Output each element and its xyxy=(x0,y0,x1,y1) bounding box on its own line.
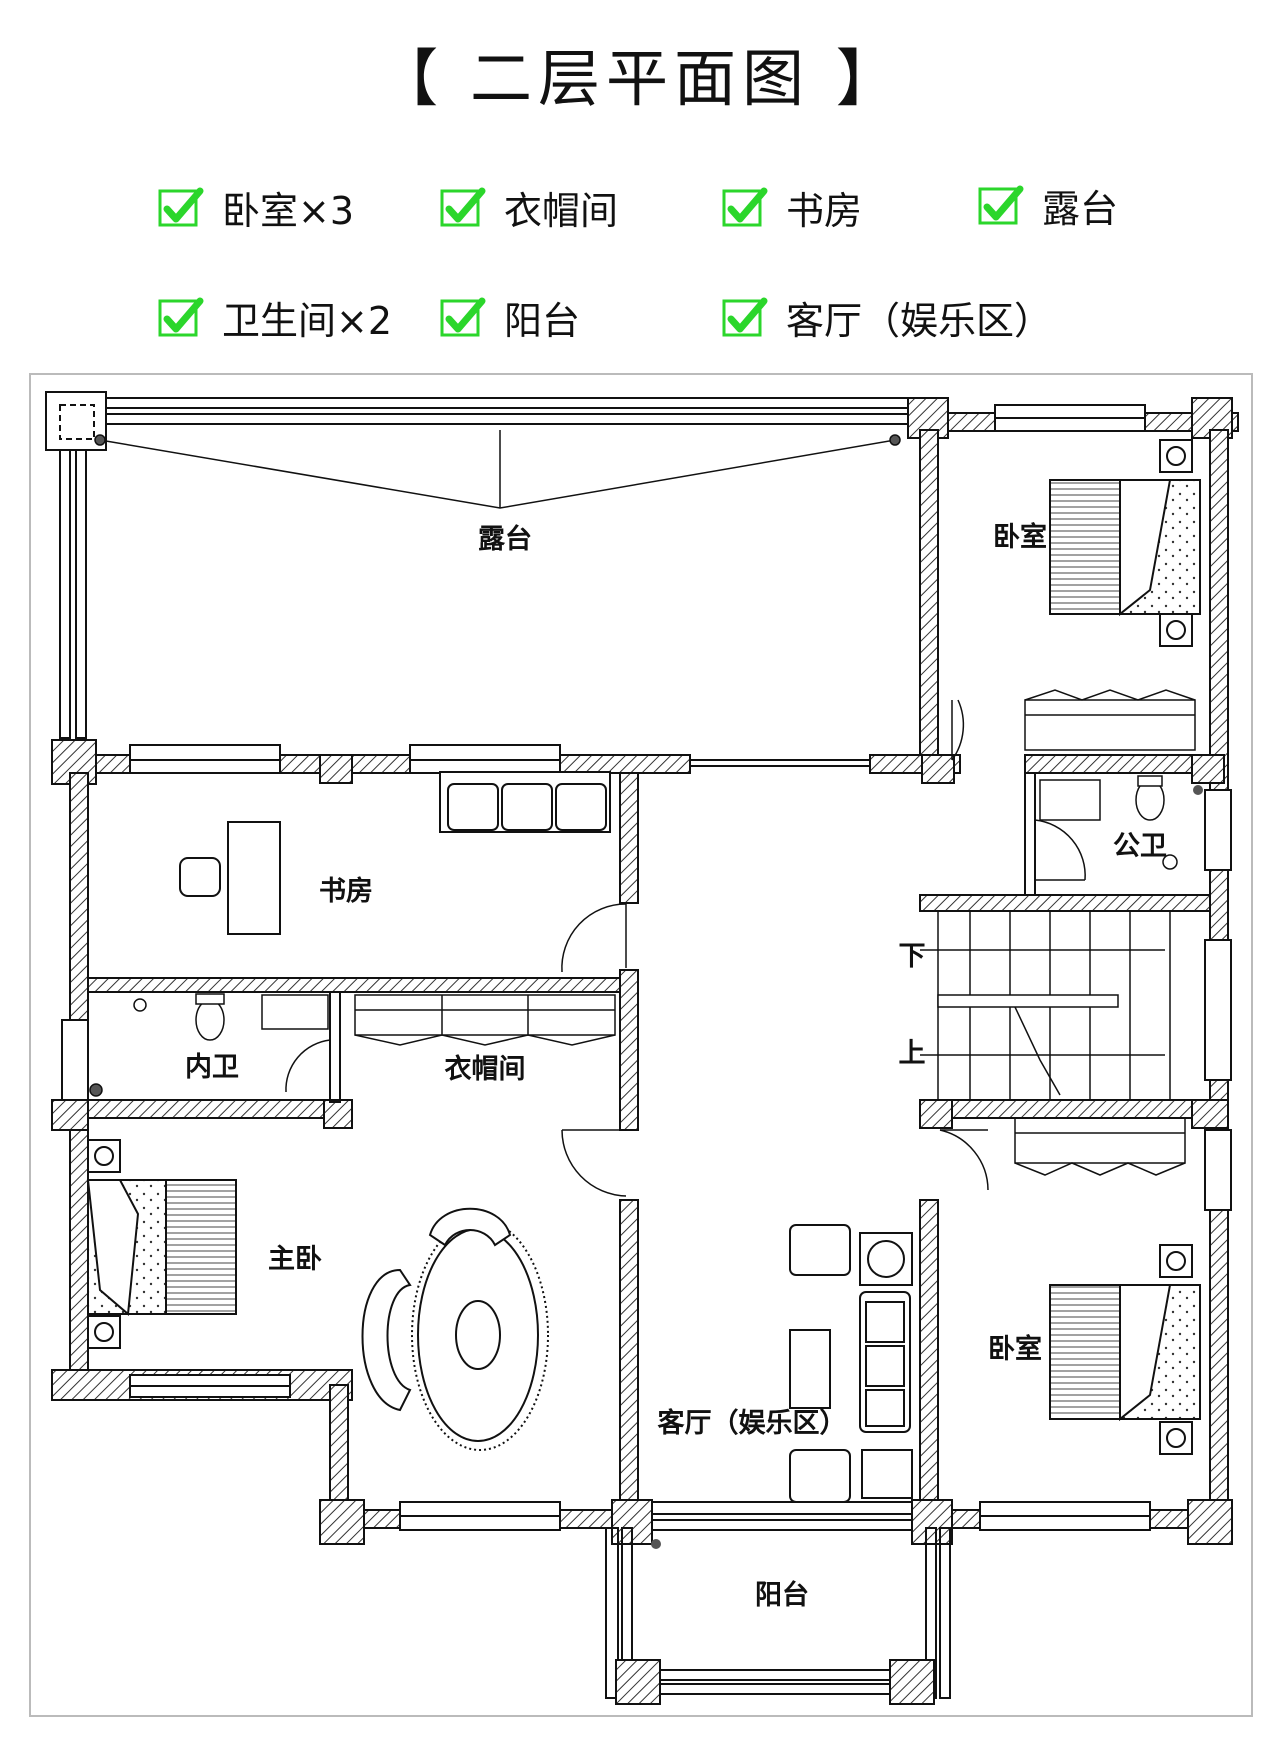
room-label-master: 主卧 xyxy=(268,1244,322,1275)
bed-ne xyxy=(1049,439,1201,647)
feature-label: 露台 xyxy=(1042,187,1119,231)
room-label-inner-bath: 内卫 xyxy=(185,1052,239,1083)
feature-item: 卫生间×2 xyxy=(158,290,392,345)
bed-se xyxy=(1049,1244,1201,1455)
check-icon xyxy=(158,187,204,226)
stairs xyxy=(920,911,1171,1100)
feature-label: 衣帽间 xyxy=(504,189,619,233)
feature-item: 阳台 xyxy=(440,290,580,345)
feature-label: 客厅（娱乐区） xyxy=(786,299,1053,343)
wardrobe-se xyxy=(1014,1117,1186,1176)
feature-label: 阳台 xyxy=(504,299,581,343)
room-label-bedroom-se: 卧室 xyxy=(988,1333,1042,1365)
check-icon xyxy=(158,297,204,336)
feature-item: 客厅（娱乐区） xyxy=(722,290,1052,345)
feature-item: 卧室×3 xyxy=(158,180,354,235)
room-label-bedroom-ne: 卧室 xyxy=(993,521,1047,553)
inner-bath-fixtures xyxy=(89,993,329,1097)
stair-up-label: 上 xyxy=(899,1038,926,1069)
feature-label: 卧室×3 xyxy=(222,189,355,233)
stair-down-label: 下 xyxy=(899,941,926,972)
room-label-balcony: 阳台 xyxy=(755,1579,809,1611)
feature-item: 露台 xyxy=(978,178,1118,233)
room-label-living: 客厅（娱乐区） xyxy=(658,1407,847,1439)
feature-label: 卫生间×2 xyxy=(222,299,393,343)
closet-wardrobe xyxy=(354,994,616,1046)
drain-marker xyxy=(1193,785,1203,795)
feature-item: 衣帽间 xyxy=(440,180,618,235)
check-icon xyxy=(440,297,486,336)
living-furniture xyxy=(789,1224,913,1503)
check-icon xyxy=(978,185,1024,224)
terrace-slope xyxy=(94,430,901,509)
doors xyxy=(285,699,1086,1197)
room-label-terrace: 露台 xyxy=(478,523,532,555)
page-title: 【 二层平面图 】 xyxy=(376,42,904,115)
walls xyxy=(45,391,1239,1705)
feature-label: 书房 xyxy=(786,189,863,233)
round-sofa xyxy=(361,1207,549,1451)
check-icon xyxy=(722,297,768,336)
feature-item: 书房 xyxy=(722,180,862,235)
wardrobe-ne xyxy=(1024,689,1196,751)
bed-master xyxy=(86,1139,237,1349)
study-furniture xyxy=(179,771,611,935)
check-icon xyxy=(440,187,486,226)
room-label-study: 书房 xyxy=(319,876,373,907)
drain-marker xyxy=(651,1539,661,1549)
plan-frame xyxy=(29,373,1253,1717)
room-label-closet: 衣帽间 xyxy=(445,1053,526,1085)
public-bath-fixtures xyxy=(1039,775,1178,870)
check-icon xyxy=(722,187,768,226)
room-label-public-bath: 公卫 xyxy=(1113,831,1167,862)
